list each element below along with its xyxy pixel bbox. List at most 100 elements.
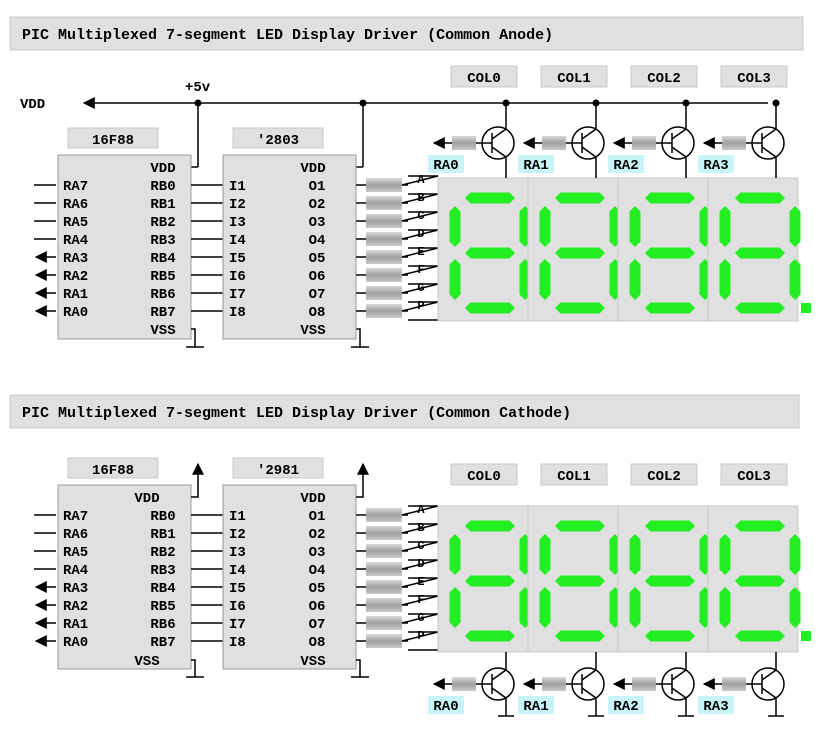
driver-label-box (232, 127, 324, 149)
driver-pin-o7: O7 (309, 287, 326, 303)
mcu-vss-pin: VSS (150, 323, 175, 339)
mcu-label: 16F88 (92, 133, 134, 149)
driver-pin-o5: O5 (309, 581, 326, 597)
digit-dp (801, 631, 811, 641)
segment-resistor (366, 634, 402, 648)
digit-segment (555, 520, 605, 532)
mcu-pin-rb4: RB4 (150, 251, 175, 267)
drive-label-bg (428, 155, 464, 173)
driver-pin-o1: O1 (309, 509, 326, 525)
mcu-pin-rb6: RB6 (150, 617, 175, 633)
drive-label: RA0 (433, 158, 458, 174)
driver-pin-i7: I7 (229, 617, 246, 633)
drive-label-bg (698, 696, 734, 714)
driver-vdd-pin: VDD (300, 161, 325, 177)
title-bar (9, 394, 800, 429)
mcu-chip (57, 484, 192, 670)
segment-label: C (417, 209, 424, 223)
mcu-pin-ra2: RA2 (63, 269, 88, 285)
digit-segment (539, 534, 551, 575)
driver-pin-o8: O8 (309, 635, 326, 651)
drive-label: RA2 (613, 699, 638, 715)
mcu-pin-rb7: RB7 (150, 635, 175, 651)
digit-segment (555, 630, 605, 642)
driver-pin-o6: O6 (309, 599, 326, 615)
base-resistor (722, 677, 746, 691)
column-label: COL1 (557, 469, 591, 485)
column-label-box (720, 65, 788, 88)
segment-label: B (417, 191, 424, 205)
mcu-pin-rb1: RB1 (150, 527, 175, 543)
mcu-pin-ra4: RA4 (63, 563, 88, 579)
segment-label: F (417, 263, 424, 277)
digit-segment (449, 587, 461, 628)
driver-pin-i4: I4 (229, 233, 246, 249)
driver-pin-i6: I6 (229, 269, 246, 285)
driver-label: '2803 (257, 133, 299, 149)
digit-segment (735, 520, 785, 532)
segment-label: D (417, 227, 424, 241)
segment-resistor (366, 214, 402, 228)
driver-pin-o2: O2 (309, 197, 326, 213)
segment-resistor (366, 544, 402, 558)
driver-pin-i4: I4 (229, 563, 246, 579)
drive-label-bg (428, 696, 464, 714)
driver-vss-pin: VSS (300, 323, 325, 339)
driver-pin-i2: I2 (229, 197, 246, 213)
driver-pin-i5: I5 (229, 581, 246, 597)
mcu-vss-pin: VSS (134, 654, 159, 670)
mcu-label-box (67, 127, 159, 149)
column-label-box (450, 463, 518, 486)
digit-segment (555, 192, 605, 204)
drive-label: RA0 (433, 699, 458, 715)
column-label: COL3 (737, 71, 771, 87)
driver-pin-o3: O3 (309, 215, 326, 231)
digit-segment (629, 206, 641, 247)
digit-segment (629, 259, 641, 300)
column-label: COL2 (647, 469, 681, 485)
digit-segment (555, 575, 605, 587)
mcu-pin-rb5: RB5 (150, 269, 175, 285)
supply-label: +5v (185, 80, 211, 96)
digit-segment (719, 534, 731, 575)
digit-segment (735, 302, 785, 314)
drive-label-bg (518, 155, 554, 173)
digit-dp (801, 303, 811, 313)
digit-segment (789, 587, 801, 628)
segment-label: P (417, 299, 424, 313)
mcu-pin-rb3: RB3 (150, 563, 175, 579)
mcu-pin-rb3: RB3 (150, 233, 175, 249)
drive-label-bg (518, 696, 554, 714)
column-label-box (540, 463, 608, 486)
digit-segment (539, 259, 551, 300)
mcu-pin-rb4: RB4 (150, 581, 175, 597)
mcu-pin-rb2: RB2 (150, 545, 175, 561)
column-label: COL0 (467, 71, 501, 87)
segment-label: E (417, 575, 424, 589)
digit-segment (465, 302, 515, 314)
driver-pin-o2: O2 (309, 527, 326, 543)
driver-chip (222, 484, 357, 670)
segment-resistor (366, 580, 402, 594)
segment-label: A (417, 503, 425, 517)
mcu-pin-ra3: RA3 (63, 251, 88, 267)
mcu-vdd-pin: VDD (134, 491, 159, 507)
mcu-pin-ra1: RA1 (63, 617, 88, 633)
digit-segment (645, 630, 695, 642)
segment-label: D (417, 557, 424, 571)
base-resistor (542, 677, 566, 691)
digit-segment (629, 534, 641, 575)
base-resistor (722, 136, 746, 150)
drive-label-bg (608, 696, 644, 714)
driver-pin-i1: I1 (229, 179, 246, 195)
drive-label: RA3 (703, 158, 728, 174)
digit-segment (465, 630, 515, 642)
digit-segment (449, 534, 461, 575)
digit-segment (789, 206, 801, 247)
segment-resistor (366, 526, 402, 540)
segment-label: E (417, 245, 424, 259)
column-label-box (630, 463, 698, 486)
digit-segment (789, 534, 801, 575)
segment-resistor (366, 232, 402, 246)
mcu-pin-ra6: RA6 (63, 527, 88, 543)
